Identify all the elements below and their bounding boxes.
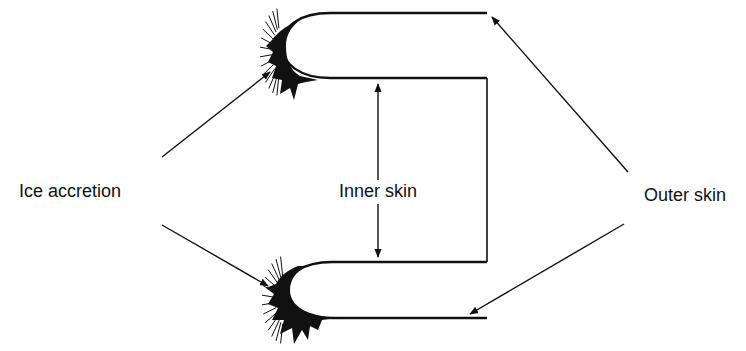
ice-spike [273, 11, 278, 30]
inlet-face [486, 78, 488, 262]
upper-lip [282, 13, 487, 78]
ice-spike [276, 259, 281, 278]
ice-spike [261, 38, 273, 44]
ice-spike [265, 312, 277, 322]
lower-lip [286, 262, 487, 318]
leader-arrows [162, 17, 628, 314]
ice-spike [277, 9, 279, 29]
ice-spike [261, 60, 273, 66]
ice-spike [260, 47, 273, 49]
nacelle-lip [282, 13, 487, 318]
leader-line [162, 72, 270, 157]
leader-line [492, 17, 628, 172]
part-label: Ice accretion [16, 180, 124, 204]
ice-spike [260, 55, 273, 57]
ice-spike [268, 270, 278, 284]
ice-spike [266, 22, 275, 36]
ice-spike [272, 320, 280, 337]
leader-line [470, 224, 624, 314]
ice-accretion-shapes [260, 9, 338, 345]
ice-spike [262, 295, 276, 297]
upper-ice [266, 20, 318, 100]
ice-spike [269, 72, 276, 89]
part-label: Outer skin [641, 184, 729, 208]
ice-spike [277, 76, 279, 96]
ice-spike [281, 257, 283, 277]
lower-ice [266, 266, 338, 344]
leader-line [162, 225, 268, 286]
ice-texture [260, 9, 283, 344]
ice-spike [262, 303, 276, 305]
ice-spike [281, 324, 283, 344]
dimension-arrow [377, 84, 378, 257]
part-label: Inner skin [336, 180, 420, 204]
ice-spike [263, 308, 276, 314]
ice-spike [263, 286, 276, 292]
